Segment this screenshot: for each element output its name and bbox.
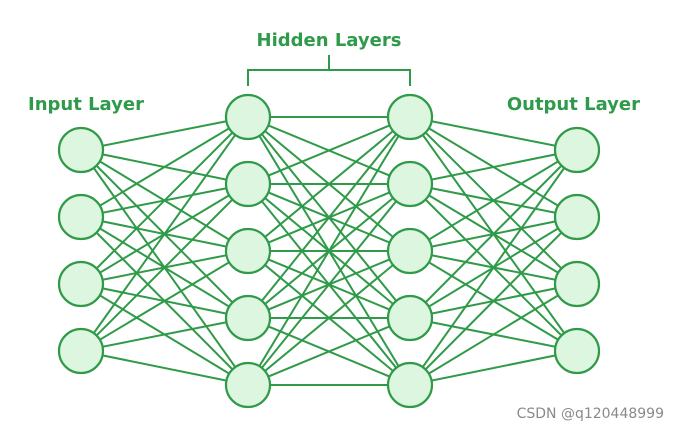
connection-hidden2-5-to-output-4 (409, 350, 578, 386)
connection-input-4-to-hidden1-2 (80, 183, 249, 352)
hidden2-node-4 (386, 294, 434, 342)
connection-hidden1-5-to-hidden2-4 (247, 317, 411, 386)
hidden2-node-5 (386, 361, 434, 409)
hidden1-node-5 (224, 361, 272, 409)
hidden2-node-1 (386, 93, 434, 141)
connection-hidden1-5-to-hidden2-1 (247, 116, 411, 386)
hidden1-node-3 (224, 227, 272, 275)
connection-input-2-to-hidden1-1 (80, 116, 249, 218)
connections-group (80, 116, 578, 386)
connection-hidden2-3-to-output-1 (409, 149, 578, 252)
connection-hidden1-2-to-hidden2-1 (247, 116, 411, 185)
output-node-4 (553, 327, 601, 375)
connection-input-4-to-hidden1-4 (80, 317, 249, 352)
connection-hidden2-4-to-output-1 (409, 149, 578, 319)
connection-input-4-to-hidden1-5 (80, 350, 249, 386)
connection-hidden1-4-to-hidden2-1 (247, 116, 411, 319)
connection-hidden2-5-to-output-3 (409, 283, 578, 386)
hidden1-node-4 (224, 294, 272, 342)
output-layer-label: Output Layer (507, 94, 640, 115)
input-node-1 (57, 126, 105, 174)
output-node-3 (553, 260, 601, 308)
input-node-2 (57, 193, 105, 241)
connection-hidden2-5-to-output-1 (409, 149, 578, 386)
hidden2-node-3 (386, 227, 434, 275)
connection-input-1-to-hidden1-1 (80, 116, 249, 151)
connection-hidden2-2-to-output-1 (409, 149, 578, 185)
connection-hidden1-5-to-hidden2-2 (247, 183, 411, 386)
hidden-layers-bracket (247, 55, 411, 86)
connection-hidden2-5-to-output-2 (409, 216, 578, 386)
connection-hidden1-5-to-hidden2-3 (247, 250, 411, 386)
hidden-layers-label: Hidden Layers (257, 30, 402, 51)
output-node-1 (553, 126, 601, 174)
connection-hidden2-1-to-output-1 (409, 116, 578, 151)
nodes-group (57, 93, 601, 409)
input-node-4 (57, 327, 105, 375)
connection-input-4-to-hidden1-1 (80, 116, 249, 352)
connection-hidden1-3-to-hidden2-1 (247, 116, 411, 252)
hidden1-node-1 (224, 93, 272, 141)
connection-input-4-to-hidden1-3 (80, 250, 249, 352)
input-layer-label: Input Layer (28, 94, 144, 115)
hidden1-node-2 (224, 160, 272, 208)
output-node-2 (553, 193, 601, 241)
watermark: CSDN @q120448999 (517, 406, 664, 422)
hidden2-node-2 (386, 160, 434, 208)
connection-input-3-to-hidden1-1 (80, 116, 249, 285)
input-node-3 (57, 260, 105, 308)
